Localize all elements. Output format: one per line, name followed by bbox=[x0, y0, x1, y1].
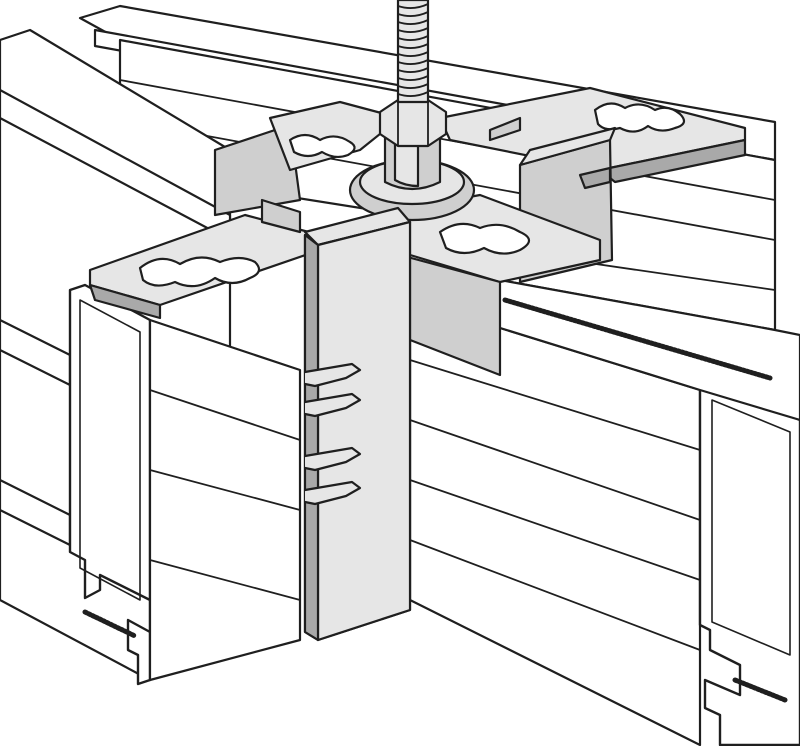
arm-back-left-slot bbox=[288, 133, 356, 159]
rod-thread bbox=[397, 27, 429, 33]
right-cross-channel bbox=[408, 268, 800, 746]
strap-notch bbox=[303, 446, 362, 472]
right-rail-serrated-edge bbox=[502, 297, 773, 381]
right-channel-inner-profile bbox=[711, 399, 791, 656]
arm-front-right-slot bbox=[438, 222, 531, 255]
left-channel-inner-profile bbox=[79, 299, 141, 601]
hex-nut bbox=[378, 98, 448, 148]
strap-front bbox=[316, 220, 412, 642]
arm-back-right-tab bbox=[488, 116, 522, 142]
rod-thread bbox=[397, 83, 429, 89]
rod-thread bbox=[397, 11, 429, 17]
center-hub bbox=[348, 98, 476, 222]
connector-arm-back-right bbox=[438, 86, 747, 184]
right-face-groove-1 bbox=[409, 359, 701, 451]
right-channel-end-profile bbox=[698, 383, 800, 746]
right-face-groove-3 bbox=[409, 479, 701, 581]
vertical-front-strap bbox=[303, 206, 412, 642]
rod-thread bbox=[397, 35, 429, 41]
left-face-groove-1 bbox=[149, 389, 301, 441]
arm-front-left-tab bbox=[260, 198, 302, 234]
right-serrated-strip bbox=[732, 677, 788, 703]
threaded-rod bbox=[396, 0, 430, 104]
rod-thread bbox=[397, 91, 429, 97]
arm-back-left-flange bbox=[213, 123, 302, 217]
left-channel-face bbox=[148, 318, 302, 682]
arm-front-left-edge bbox=[88, 283, 162, 320]
connector-arm-front-right bbox=[398, 193, 602, 377]
rod-thread bbox=[397, 75, 429, 81]
connector-arm-back-left bbox=[213, 100, 402, 217]
rod-thread bbox=[397, 3, 429, 9]
rod-shaft bbox=[396, 0, 430, 104]
left-serrated-strip bbox=[82, 609, 138, 639]
flange-right-top bbox=[518, 126, 617, 167]
strap-notches bbox=[303, 362, 362, 506]
rod-thread bbox=[397, 19, 429, 25]
arm-back-right-slot bbox=[593, 102, 686, 133]
flange-right-notch bbox=[578, 166, 612, 190]
strap-notch bbox=[303, 480, 362, 506]
rod-thread bbox=[397, 67, 429, 73]
left-cross-channel bbox=[0, 28, 302, 686]
strap-left-edge bbox=[303, 233, 320, 642]
back-rail-groove-1 bbox=[119, 79, 776, 201]
rod-thread bbox=[397, 59, 429, 65]
left-face-groove-3 bbox=[149, 559, 301, 601]
arm-front-left-slot bbox=[138, 256, 261, 288]
rod-thread bbox=[397, 43, 429, 49]
right-face-groove-4 bbox=[409, 539, 701, 651]
left-face-groove-2 bbox=[149, 469, 301, 511]
right-face-groove-2 bbox=[409, 419, 701, 521]
rod-thread bbox=[397, 51, 429, 57]
strap-notch bbox=[303, 392, 362, 418]
strap-notch bbox=[303, 362, 362, 388]
